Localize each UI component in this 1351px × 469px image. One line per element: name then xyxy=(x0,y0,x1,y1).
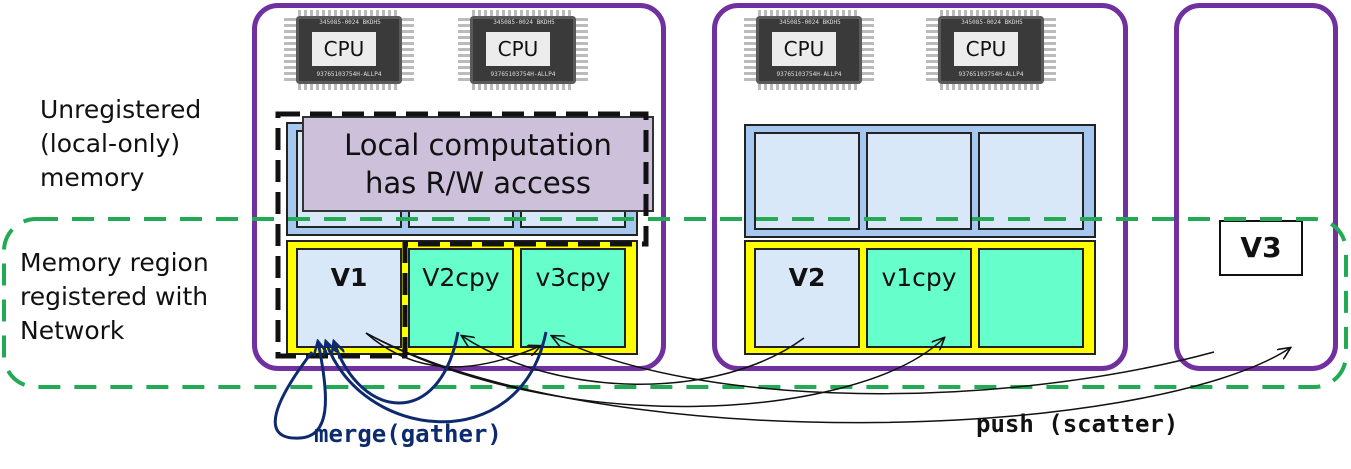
registered-region-outline xyxy=(2,217,1348,389)
merge-arrow-v2cpy-to-v1 xyxy=(334,331,460,405)
unregistered-memory-label: Unregistered (local-only) memory xyxy=(40,93,201,195)
local-access-region-outline xyxy=(275,111,649,359)
vertex-copy-cell-v1cpy: v1cpy xyxy=(866,248,972,348)
unregistered-line-3: memory xyxy=(40,163,145,192)
chip-top-text: 345085-0024 BKDH5 xyxy=(319,19,381,26)
cpu-chip-icon: 345085-0024 BKDH5 CPU 93765103754H-ALLP4 xyxy=(284,10,414,90)
chip-die-label: CPU xyxy=(312,32,376,66)
vertex-copy-cell-v2cpy: V2cpy xyxy=(408,248,514,348)
chip-die-label: CPU xyxy=(486,32,550,66)
push-scatter-label: push (scatter) xyxy=(976,410,1179,438)
vertex-copy-cell-v3cpy: v3cpy xyxy=(520,248,626,348)
local-computation-callout: Local computation has R/W access xyxy=(302,116,654,212)
push-arrow-v2-to-v2cpy xyxy=(462,336,805,385)
vertex-cell-v3: V3 xyxy=(1219,220,1303,276)
chip-top-text: 345085-0024 BKDH5 xyxy=(493,19,555,26)
chip-top-text: 345085-0024 BKDH5 xyxy=(779,19,841,26)
chip-bottom-text: 93765103754H-ALLP4 xyxy=(316,71,382,78)
unregistered-line-2: (local-only) xyxy=(40,129,181,158)
callout-line-2: has R/W access xyxy=(364,166,591,200)
local-cell xyxy=(866,132,972,230)
chip-bottom-text: 93765103754H-ALLP4 xyxy=(490,71,556,78)
chip-die-label: CPU xyxy=(772,32,836,66)
callout-line-1: Local computation xyxy=(344,128,612,162)
merge-arrow-v3cpy-to-v1 xyxy=(326,331,548,424)
registered-line-3: Network xyxy=(20,316,125,345)
registered-line-1: Memory region xyxy=(20,248,209,277)
cpu-chip-icon: 345085-0024 BKDH5 CPU 93765103754H-ALLP4 xyxy=(458,10,588,90)
local-cell xyxy=(978,132,1084,230)
chip-die-label: CPU xyxy=(954,32,1018,66)
vertex-cell-v2: V2 xyxy=(754,248,860,348)
push-arrow-v1-to-v1cpy xyxy=(365,332,944,408)
chip-bottom-text: 93765103754H-ALLP4 xyxy=(776,71,842,78)
local-cell xyxy=(754,132,860,230)
empty-replica-cell xyxy=(978,248,1084,348)
merge-gather-label: merge(gather) xyxy=(314,420,502,448)
cpu-chip-icon: 345085-0024 BKDH5 CPU 93765103754H-ALLP4 xyxy=(926,10,1056,90)
machine-node-1 xyxy=(252,3,666,371)
vertex-cell-v1: V1 xyxy=(296,248,402,348)
machine-node-2 xyxy=(712,3,1128,371)
chip-top-text: 345085-0024 BKDH5 xyxy=(961,19,1023,26)
push-arrow-v3-to-v3cpy xyxy=(552,336,1215,395)
unregistered-line-1: Unregistered xyxy=(40,95,202,124)
cpu-chip-icon: 345085-0024 BKDH5 CPU 93765103754H-ALLP4 xyxy=(744,10,874,90)
registered-memory-label: Memory region registered with Network xyxy=(20,246,209,348)
registered-line-2: registered with xyxy=(20,282,209,311)
chip-bottom-text: 93765103754H-ALLP4 xyxy=(958,71,1024,78)
machine-node-3 xyxy=(1174,3,1338,371)
merge-arrow-self-loop xyxy=(273,342,325,440)
push-arrow-v1-to-v2copy xyxy=(365,332,540,368)
push-arrow-v1-to-v3 xyxy=(365,332,1290,424)
